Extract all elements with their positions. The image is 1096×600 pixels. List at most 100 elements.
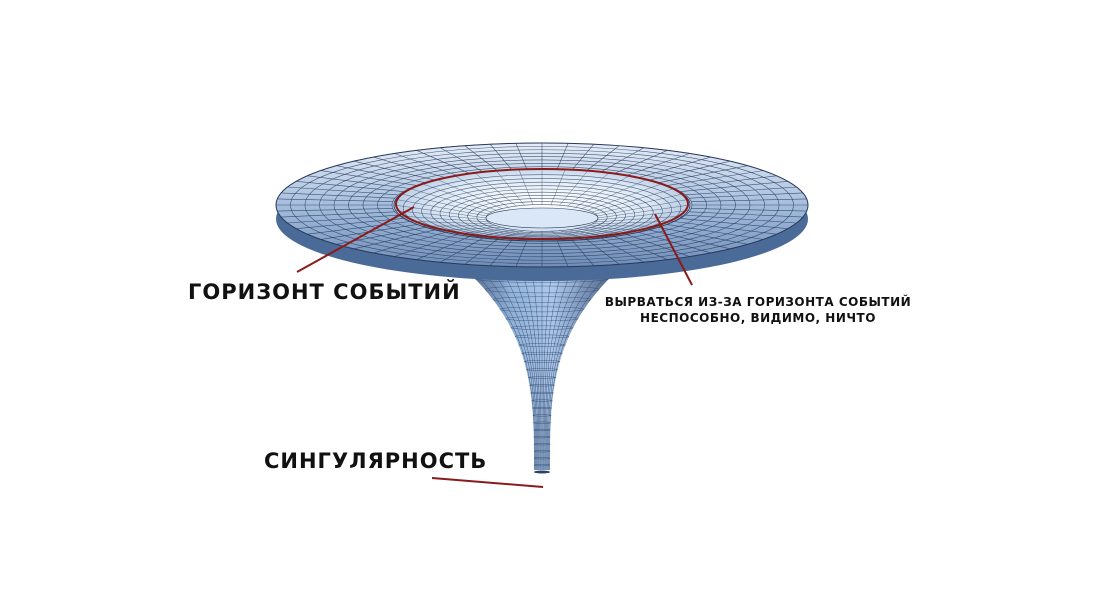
throat-grid-line [542, 249, 556, 470]
disk-spoke [515, 239, 528, 267]
throat-ring [521, 351, 563, 355]
disk-spoke [464, 145, 499, 172]
singularity-leader-line [431, 477, 544, 488]
escape-leader-line [654, 213, 693, 286]
disk-spoke [599, 147, 644, 173]
disk-spoke [556, 239, 569, 267]
disk-spoke [585, 238, 620, 265]
funnel-spoke [581, 179, 647, 210]
funnel-spoke [567, 172, 610, 207]
funnel-spoke [595, 193, 683, 215]
throat-ring [532, 406, 552, 410]
disk-spoke [336, 165, 427, 184]
disk-spoke [556, 143, 569, 171]
funnel-spoke [454, 175, 510, 208]
throat-ring [526, 368, 558, 371]
disk-spoke [599, 237, 644, 263]
throat-ring [532, 414, 552, 417]
funnel-spoke [597, 210, 689, 221]
disk-spoke [440, 237, 485, 263]
funnel-spoke [595, 215, 683, 223]
disk-spoke [440, 147, 485, 173]
funnel-spoke [518, 169, 534, 206]
disk-spoke [281, 192, 395, 199]
disk-spoke [691, 198, 807, 202]
disk-spoke [648, 160, 731, 181]
disk-spoke [296, 181, 404, 192]
throat-ring [523, 360, 561, 363]
disk-spoke [287, 214, 399, 224]
disk-spoke [571, 144, 595, 171]
disk-spoke [571, 239, 595, 266]
funnel-spoke [591, 221, 674, 225]
disk-spoke [625, 233, 690, 257]
disk-spoke [674, 221, 777, 235]
funnel-spoke [550, 169, 566, 206]
disk-spoke [685, 214, 797, 224]
funnel-opening [485, 207, 599, 229]
disk-spoke [416, 150, 472, 175]
spacetime-disk [275, 142, 809, 281]
event-horizon-label: ГОРИЗОНТ СОБЫТИЙ [188, 280, 461, 304]
funnel-spoke [496, 170, 525, 206]
throat-ring [492, 296, 592, 303]
throat-ring [518, 343, 566, 347]
singularity-point [534, 470, 550, 474]
disk-spoke [277, 198, 393, 202]
disk-spoke [394, 233, 459, 257]
throat-grid-line [547, 249, 608, 470]
disk-spoke [691, 208, 807, 212]
disk-spoke [287, 186, 399, 196]
disk-spoke [296, 218, 404, 229]
throat-ring [533, 428, 551, 432]
singularity-label: СИНГУЛЯРНОСТЬ [264, 449, 488, 473]
disk-spoke [307, 175, 410, 189]
throat-ring [499, 306, 585, 313]
throat-ring [533, 464, 551, 467]
throat-grid-line [548, 249, 622, 470]
disk-spoke [373, 156, 447, 179]
disk-spoke [680, 181, 788, 192]
funnel-spoke [401, 193, 489, 215]
disk-spoke [320, 170, 418, 186]
disk-spoke [373, 231, 447, 254]
throat-grid-line [502, 249, 540, 470]
throat-ring [484, 285, 600, 294]
funnel-spoke [401, 215, 489, 223]
funnel-spoke [587, 225, 662, 227]
disk-spoke [612, 235, 668, 260]
event-horizon-ring [395, 168, 689, 240]
disk-spoke [666, 170, 764, 186]
funnel-spoke [574, 175, 630, 208]
disk-spoke [394, 153, 459, 177]
disk-spoke [685, 186, 797, 196]
throat-ring [533, 457, 551, 460]
funnel-spoke [437, 179, 503, 210]
throat-ring [533, 443, 551, 446]
throat-grid-line [476, 249, 537, 470]
throat-ring [530, 391, 554, 395]
throat-ring [533, 421, 551, 424]
throat-grid-line [543, 249, 569, 470]
funnel-spoke [587, 183, 662, 211]
disk-spoke [612, 150, 668, 175]
funnel-spoke [597, 204, 691, 219]
escape-caption: ВЫРВАТЬСЯ ИЗ-ЗА ГОРИЗОНТА СОБЫТИЙ НЕСПОС… [598, 294, 918, 326]
funnel-spoke [559, 170, 588, 206]
throat-grid-line [549, 249, 635, 470]
disk-spoke [637, 156, 711, 179]
funnel-spoke [591, 188, 674, 213]
disk-spoke [689, 211, 803, 218]
throat-ring [527, 376, 557, 379]
throat-ring [510, 325, 574, 330]
disk-spoke [689, 192, 803, 199]
disk-spoke [680, 218, 788, 229]
throat-ring [514, 334, 570, 339]
funnel-spoke [395, 210, 487, 221]
disk-spoke [657, 226, 748, 245]
disk-spoke [648, 229, 731, 250]
disk-spoke [464, 238, 499, 265]
throat-ring [533, 436, 551, 439]
disk-spoke [353, 229, 436, 250]
